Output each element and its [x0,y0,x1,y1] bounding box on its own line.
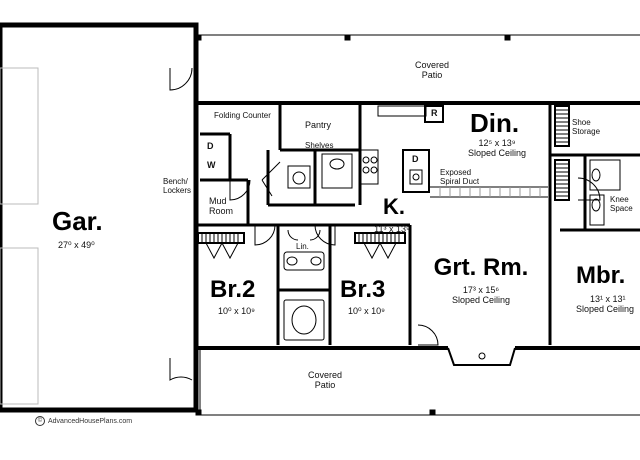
top-patio-label: Covered Patio [414,60,450,80]
linen-closet-label: Lin. [296,242,309,251]
exposed-duct-label: Exposed Spiral Duct [440,168,480,186]
closet-doors [205,229,397,260]
bedroom-2-dimension: 10⁰ x 10⁹ [218,306,255,316]
credit-text: AdvancedHousePlans.com [48,417,133,425]
shelves-label: Shelves [305,141,334,150]
copyright-credit: © AdvancedHousePlans.com [35,416,132,426]
shoe-storage-label: Shoe Storage [572,118,601,136]
kitchen-dimension: 11³ x 13⁹ [374,224,410,234]
garage-door-swings [169,67,193,381]
dishwasher-label: D [412,154,419,164]
bedroom-3-dimension: 10⁰ x 10⁹ [348,306,385,316]
kitchen-label: K. [383,194,405,219]
great-room-label: Grt. Rm. [433,254,529,281]
bedroom-3-label: Br.3 [340,276,386,303]
master-bedroom-label: Mbr. [576,262,626,289]
master-bedroom-dimension: 13¹ x 13¹ [590,294,626,304]
top-patio-outline [195,34,640,41]
pantry-label: Pantry [305,120,332,130]
dining-ceiling-note: Sloped Ceiling [467,148,527,158]
dryer-label: D [207,141,214,151]
interior-doors [229,161,601,346]
mud-room-label: Mud Room [209,196,234,216]
bedroom-2-label: Br.2 [210,276,256,303]
kitchen-features [359,105,548,198]
bottom-patio-outline [195,348,640,416]
refrigerator-label: R [431,108,438,118]
copyright-icon: © [35,416,45,426]
interior-walls [196,103,640,345]
great-room-ceiling-note: Sloped Ceiling [451,295,511,305]
master-bedroom-ceiling-note: Sloped Ceiling [576,304,635,314]
knee-space-label: Knee Space [610,195,633,213]
garage-label: Gar. [52,206,103,236]
great-room-bay [447,347,516,366]
dining-dimension: 12⁵ x 13⁹ [478,138,516,148]
garage-dimension: 27⁰ x 49⁰ [58,240,95,250]
folding-counter-label: Folding Counter [214,111,271,120]
bath-fixtures [283,153,621,341]
great-room-dimension: 17³ x 15⁶ [462,285,500,295]
washer-label: W [207,160,216,170]
bottom-patio-label: Covered Patio [307,370,343,390]
bench-lockers-label: Bench/ Lockers [163,177,192,195]
dining-label: Din. [470,108,520,138]
